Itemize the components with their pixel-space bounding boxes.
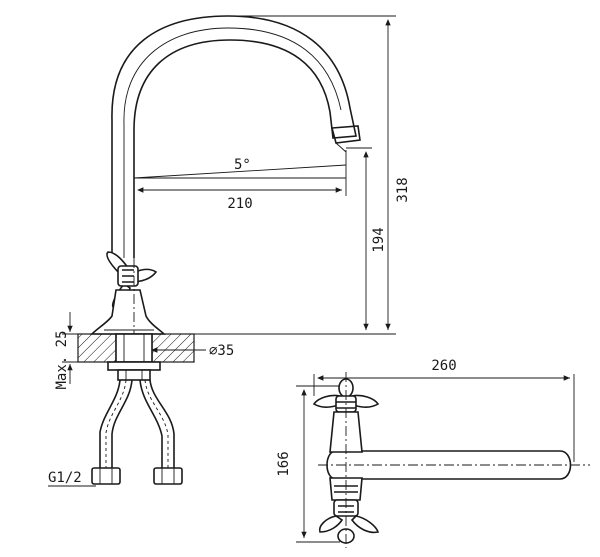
dim-label-210: 210 [227, 196, 252, 212]
hose-nut-left [91, 467, 121, 485]
dim-label-diameter: ∅35 [209, 343, 234, 359]
top-handle [312, 378, 380, 413]
dim-label-318: 318 [395, 177, 411, 202]
aerator-nozzle-line [335, 142, 347, 153]
top-handle-lower [318, 499, 380, 544]
countertop-right-section [151, 333, 195, 363]
angle-line-5deg [133, 164, 347, 179]
hose-nut-right [153, 467, 183, 485]
dim-label-166: 166 [276, 451, 292, 476]
mount-nut [117, 369, 151, 381]
countertop-left-section [77, 333, 117, 363]
faucet-body [90, 289, 166, 335]
spout-aerator [330, 125, 361, 144]
mount-shank [115, 333, 153, 363]
flexible-hoses [99, 379, 175, 468]
dim-label-260: 260 [431, 358, 456, 374]
spout-outer-contour [111, 15, 357, 258]
top-view: 260 166 [276, 358, 590, 548]
dim-label-connection: G1/2 [48, 470, 82, 486]
dim-label-angle: 5° [234, 157, 251, 173]
mount-washer [107, 361, 161, 371]
spout-inner-highlight [123, 27, 342, 258]
dim-label-194: 194 [371, 227, 387, 252]
side-view: 318 194 5° 210 ∅35 Max. 25 G1/2 [48, 15, 411, 487]
dim-label-max: Max. 25 [54, 330, 70, 389]
